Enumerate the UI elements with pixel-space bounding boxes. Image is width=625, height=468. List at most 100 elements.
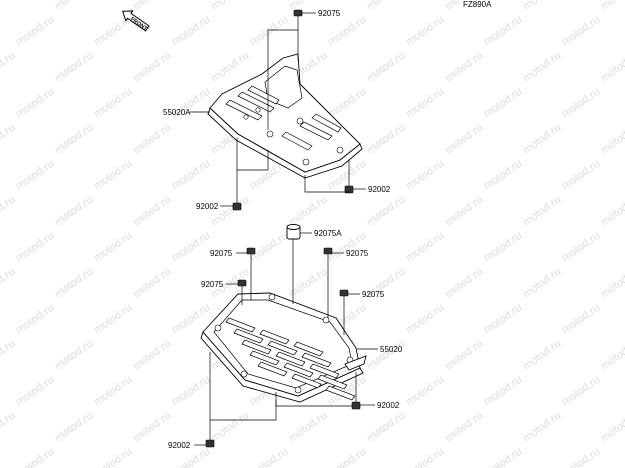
watermark-text: motod.ru bbox=[248, 14, 290, 49]
bolt-92075-mid-left bbox=[246, 247, 256, 255]
watermark-text: motod.ru bbox=[599, 338, 625, 373]
watermark-text: motod.ru bbox=[170, 374, 212, 409]
plate-slot bbox=[257, 361, 288, 377]
callout-55020a: 55020A bbox=[163, 108, 191, 117]
watermark-text: motod.ru bbox=[92, 86, 134, 121]
watermark-text: motod.ru bbox=[92, 446, 134, 468]
bolt-92002-lower-right bbox=[351, 401, 361, 410]
watermark-text: motod.ru bbox=[170, 230, 212, 265]
plate-slot bbox=[325, 385, 356, 401]
watermark-text: motod.ru bbox=[560, 158, 602, 193]
watermark-text: motod.ru bbox=[443, 338, 485, 373]
watermark-text: motod.ru bbox=[53, 266, 95, 301]
watermark-text: motod.ru bbox=[0, 194, 17, 229]
collar-92075a bbox=[286, 224, 301, 240]
watermark-text: motod.ru bbox=[443, 122, 485, 157]
plate-slot bbox=[259, 329, 290, 345]
plate-slot bbox=[249, 350, 280, 366]
callout-92002-lower-left: 92002 bbox=[168, 441, 191, 450]
plate-slot bbox=[275, 351, 306, 367]
watermark-text: motod.ru bbox=[443, 50, 485, 85]
plate-slot bbox=[317, 374, 348, 390]
bolt-92075-lower-right bbox=[339, 289, 349, 297]
watermark-text: motod.ru bbox=[365, 338, 407, 373]
watermark-text: motod.ru bbox=[287, 194, 329, 229]
watermark-text: motod.ru bbox=[560, 14, 602, 49]
watermark-text: motod.ru bbox=[599, 50, 625, 85]
watermark-text: motod.ru bbox=[482, 374, 524, 409]
watermark-text: motod.ru bbox=[443, 266, 485, 301]
watermark-text: motod.ru bbox=[443, 410, 485, 445]
watermark-text: motod.ru bbox=[0, 410, 17, 445]
watermark-text: motod.ru bbox=[521, 266, 563, 301]
watermark-text: motod.ru bbox=[53, 50, 95, 85]
watermark-text: motod.ru bbox=[170, 14, 212, 49]
watermark-text: motod.ru bbox=[0, 0, 17, 12]
bolt-92075-lower-left bbox=[237, 279, 247, 287]
callout-55020: 55020 bbox=[380, 345, 403, 354]
skid-plate-55020 bbox=[200, 292, 367, 403]
plate-slot bbox=[225, 317, 256, 333]
watermark-text: motod.ru bbox=[404, 302, 446, 337]
watermark-text: motod.ru bbox=[14, 86, 56, 121]
watermark-text: motod.ru bbox=[209, 0, 251, 12]
watermark-text: motod.ru bbox=[92, 158, 134, 193]
watermark-text: motod.ru bbox=[482, 446, 524, 468]
watermark-text: motod.ru bbox=[326, 446, 368, 468]
callout-92002-upper-left: 92002 bbox=[196, 202, 219, 211]
watermark-text: motod.ru bbox=[521, 50, 563, 85]
watermark-text: motod.ru bbox=[0, 122, 17, 157]
watermark-text: motod.ru bbox=[14, 14, 56, 49]
watermark-text: motod.ru bbox=[365, 122, 407, 157]
watermark-text: motod.ru bbox=[599, 122, 625, 157]
bolt-92002-lower-left bbox=[205, 439, 215, 448]
watermark-text: motod.ru bbox=[365, 50, 407, 85]
watermark-text: motod.ru bbox=[326, 14, 368, 49]
watermark-text: motod.ru bbox=[521, 0, 563, 12]
callout-92002-lower-right: 92002 bbox=[377, 401, 400, 410]
watermark-text: motod.ru bbox=[131, 266, 173, 301]
watermark-text: motod.ru bbox=[482, 302, 524, 337]
watermark-text: motod.ru bbox=[53, 410, 95, 445]
bolt-92075-mid-right bbox=[323, 247, 333, 255]
watermark-text: motod.ru bbox=[131, 194, 173, 229]
watermark-text: motod.ru bbox=[209, 50, 251, 85]
plate-slot bbox=[309, 363, 340, 379]
watermark-text: motod.ru bbox=[521, 194, 563, 229]
watermark-text: motod.ru bbox=[404, 158, 446, 193]
watermark-text: motod.ru bbox=[599, 0, 625, 12]
watermark-text: motod.ru bbox=[482, 86, 524, 121]
callout-92075-lower-right: 92075 bbox=[362, 290, 385, 299]
plate-slot bbox=[301, 352, 332, 368]
figure-code: FZ890A bbox=[463, 0, 492, 9]
watermark-text: motod.ru bbox=[521, 122, 563, 157]
plate-slot bbox=[241, 339, 272, 355]
callout-92075-lower-left: 92075 bbox=[201, 280, 224, 289]
watermark-text: motod.ru bbox=[53, 0, 95, 12]
watermark-text: motod.ru bbox=[53, 122, 95, 157]
watermark-text: motod.ru bbox=[248, 446, 290, 468]
plate-slot bbox=[291, 373, 322, 389]
watermark-text: motod.ru bbox=[170, 158, 212, 193]
bolt-92075-top bbox=[293, 9, 303, 17]
plate-slot bbox=[267, 340, 298, 356]
watermark-text: motod.ru bbox=[521, 410, 563, 445]
watermark-text: motod.ru bbox=[14, 374, 56, 409]
watermark-text: motod.ru bbox=[209, 410, 251, 445]
watermark-text: motod.ru bbox=[14, 446, 56, 468]
watermark-text: motod.ru bbox=[560, 86, 602, 121]
watermark-text: motod.ru bbox=[482, 230, 524, 265]
lower-slot-grid bbox=[225, 317, 356, 401]
watermark-text: motod.ru bbox=[365, 194, 407, 229]
watermark-text: motod.ru bbox=[92, 302, 134, 337]
callout-92075a: 92075A bbox=[314, 229, 342, 238]
watermark-text: motod.ru bbox=[560, 302, 602, 337]
watermark-text: motod.ru bbox=[0, 266, 17, 301]
watermark-text: motod.ru bbox=[599, 266, 625, 301]
watermark-text: motod.ru bbox=[209, 194, 251, 229]
callout-92075-top: 92075 bbox=[318, 9, 341, 18]
watermark-text: motod.ru bbox=[92, 230, 134, 265]
watermark-text: motod.ru bbox=[0, 50, 17, 85]
